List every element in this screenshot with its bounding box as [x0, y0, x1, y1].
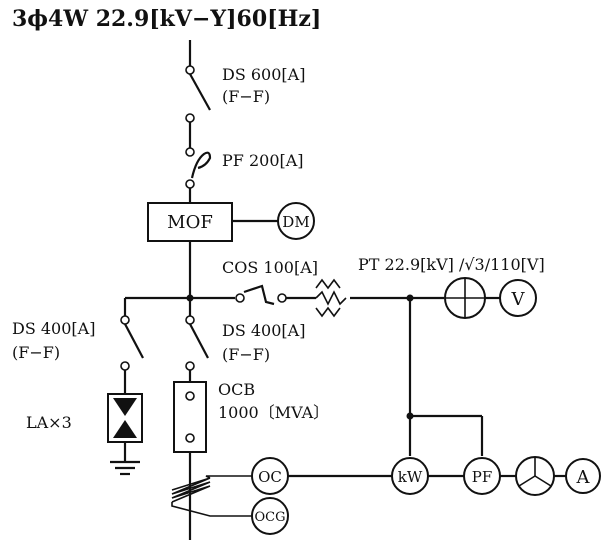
voltmeter — [499, 279, 537, 317]
ocb-breaker — [173, 381, 207, 453]
ammeter-switch — [515, 456, 555, 496]
pf-label: PF 200[A] — [222, 151, 304, 170]
kw-label: kW — [398, 468, 423, 486]
system-title: 3ϕ4W 22.9[kV−Y]60[Hz] — [12, 6, 321, 32]
voltmeter-switch — [444, 277, 486, 319]
ds-600-label: DS 600[A] — [222, 65, 305, 84]
oc-label: OC — [258, 468, 282, 486]
cos-cutout — [235, 284, 287, 306]
ds-400-left-switch — [120, 315, 144, 371]
pt-transformer — [315, 278, 347, 318]
ground-icon — [110, 460, 140, 476]
ct-lead-bottom — [171, 502, 252, 517]
ammeter-label: A — [576, 467, 591, 488]
ammeter — [565, 458, 601, 494]
pt-label: PT 22.9[kV] /√3/110[V] — [358, 255, 545, 274]
pf-fuse — [185, 147, 212, 189]
mof-box — [147, 202, 233, 242]
ds-400-right-sublabel: (F−F) — [222, 345, 270, 364]
ct-lead-top — [205, 475, 252, 479]
cos-label: COS 100[A] — [222, 258, 318, 277]
ds-400-right-label: DS 400[A] — [222, 321, 305, 340]
ds-600-sublabel: (F−F) — [222, 87, 270, 106]
voltmeter-label: V — [511, 289, 526, 310]
ocg-label: OCG — [255, 510, 286, 525]
ds-400-right-switch — [185, 315, 209, 371]
ocg-relay — [251, 497, 289, 535]
ocb-sublabel: 1000〔MVA〕 — [218, 403, 329, 422]
ocb-label: OCB — [218, 380, 255, 399]
pf-meter-label: PF — [472, 468, 493, 486]
dm-meter — [277, 202, 315, 240]
mof-label: MOF — [167, 212, 213, 233]
ds-600-switch — [185, 65, 211, 123]
la-label: LA×3 — [26, 413, 72, 432]
ds-400-left-label: DS 400[A] — [12, 319, 95, 338]
ds-400-left-sublabel: (F−F) — [12, 343, 60, 362]
dm-label: DM — [282, 213, 309, 231]
lightning-arrester — [107, 393, 143, 443]
